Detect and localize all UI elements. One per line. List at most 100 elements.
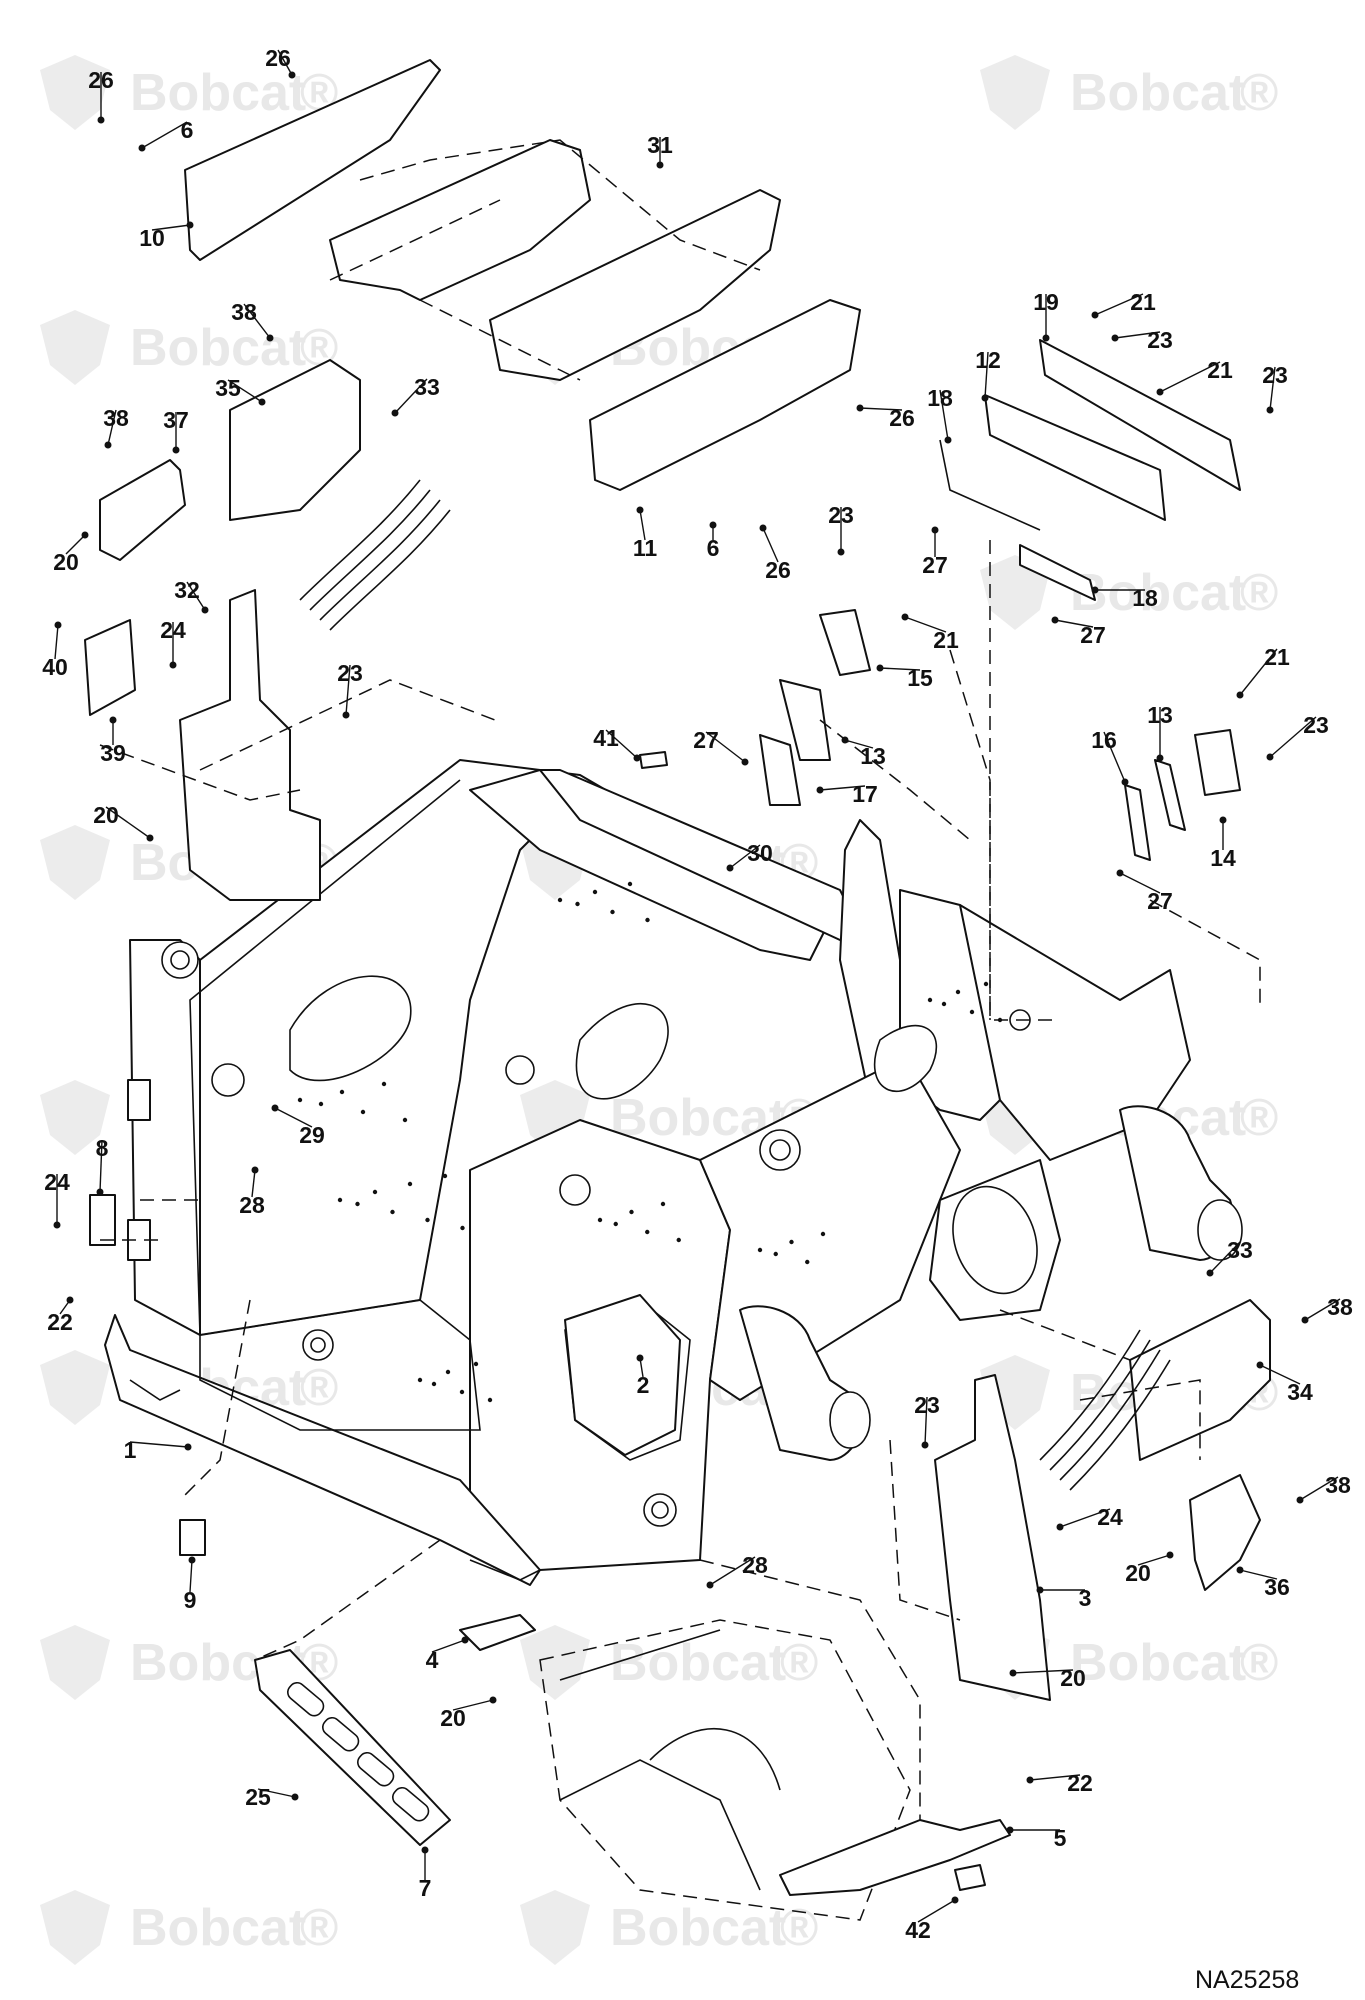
fastener-marker xyxy=(1206,1269,1214,1277)
fastener-marker xyxy=(837,548,845,556)
part-4-plate xyxy=(459,1614,536,1651)
fastener-marker xyxy=(188,1556,196,1564)
callout-text: 21 xyxy=(1264,644,1290,670)
callout-leader xyxy=(1059,1508,1111,1528)
callout-leader xyxy=(705,731,746,763)
callout-34: 34 xyxy=(1256,1361,1313,1405)
callout-text: 20 xyxy=(93,802,119,828)
callout-leader xyxy=(151,224,191,231)
part-13-right-strip xyxy=(1154,759,1186,831)
callout-leader xyxy=(277,49,293,76)
callout-text: 39 xyxy=(100,740,126,766)
part-37-bracket xyxy=(99,459,186,561)
fastener-marker xyxy=(96,1188,104,1196)
callout-text: 8 xyxy=(96,1135,109,1161)
frame-bolt-holes xyxy=(297,881,1003,1403)
callout-text: 23 xyxy=(1303,712,1329,738)
watermark-mark: ® xyxy=(780,1634,818,1692)
callout-3: 3 xyxy=(1036,1585,1091,1611)
fastener-marker xyxy=(138,144,146,152)
fastener-marker xyxy=(1166,1551,1174,1559)
callout-text: 26 xyxy=(265,45,291,71)
callout-leader xyxy=(1239,1569,1278,1580)
watermark-mark: ® xyxy=(1240,564,1278,622)
callout-5: 5 xyxy=(1006,1825,1067,1851)
fastener-marker xyxy=(1236,691,1244,699)
part-12-bracket xyxy=(984,394,1166,521)
callout-text: 15 xyxy=(907,665,933,691)
callout-text: 31 xyxy=(647,132,673,158)
callout-text: 27 xyxy=(1147,888,1173,914)
callout-leader xyxy=(605,729,638,759)
callout-text: 11 xyxy=(633,535,658,561)
callout-10: 10 xyxy=(139,221,194,251)
fastener-marker xyxy=(201,606,209,614)
callout-leader xyxy=(452,1699,494,1711)
part-2-plate xyxy=(564,1294,681,1456)
callout-38: 38 xyxy=(231,299,274,342)
callout-text: 20 xyxy=(440,1705,466,1731)
fastener-marker xyxy=(251,1166,259,1174)
watermark-mark: ® xyxy=(780,1899,818,1957)
callout-leader xyxy=(639,509,646,541)
part-19-bracket xyxy=(1039,339,1241,491)
fastener-marker xyxy=(172,446,180,454)
part-39-plate xyxy=(84,619,136,716)
fastener-marker xyxy=(1296,1496,1304,1504)
fastener-marker xyxy=(656,161,664,169)
fastener-marker xyxy=(726,864,734,872)
callout-text: 4 xyxy=(426,1647,439,1673)
callout-text: 26 xyxy=(889,405,915,431)
callout-13: 13 xyxy=(1147,702,1173,762)
callout-text: 41 xyxy=(593,725,619,751)
callout-26: 26 xyxy=(759,524,791,583)
fastener-marker xyxy=(421,1846,429,1854)
callout-text: 34 xyxy=(1287,1379,1313,1405)
callout-leader xyxy=(984,351,989,399)
watermark-17: Bobcat® xyxy=(40,1890,338,1965)
callout-text: 30 xyxy=(747,840,773,866)
callout-11: 11 xyxy=(633,506,658,561)
bobcat-logo-icon xyxy=(520,1890,590,1965)
callout-leader xyxy=(1054,619,1094,628)
fastener-marker xyxy=(944,436,952,444)
callout-28: 28 xyxy=(706,1552,768,1589)
callout-leader xyxy=(1094,293,1144,316)
watermark-mark: ® xyxy=(1240,64,1278,122)
watermark-text: Bobcat xyxy=(1070,564,1246,622)
callout-7: 7 xyxy=(419,1846,432,1901)
fastener-marker xyxy=(901,613,909,621)
callout-leader xyxy=(65,534,86,555)
callout-6: 6 xyxy=(138,117,193,152)
callout-leader xyxy=(345,664,351,716)
drawing-code: NA25258 xyxy=(1195,1966,1299,1994)
callout-text: 28 xyxy=(239,1192,265,1218)
callout-text: 21 xyxy=(1130,289,1156,315)
callout-30: 30 xyxy=(726,840,773,872)
callout-21: 21 xyxy=(901,613,959,653)
callout-26: 26 xyxy=(856,404,915,431)
fastener-marker xyxy=(1009,1669,1017,1677)
callout-20: 20 xyxy=(1009,1665,1086,1691)
callout-text: 20 xyxy=(53,549,79,575)
callout-38: 38 xyxy=(1296,1472,1351,1504)
callout-leader xyxy=(251,1169,256,1198)
callout-text: 21 xyxy=(1207,357,1233,383)
callout-text: 7 xyxy=(419,1875,432,1901)
callout-38: 38 xyxy=(1301,1294,1353,1324)
fastener-marker xyxy=(184,1443,192,1451)
watermark-text: Bobcat xyxy=(130,319,306,377)
part-10-cover xyxy=(184,59,441,261)
callout-text: 40 xyxy=(42,654,68,680)
callout-leader xyxy=(274,1107,313,1128)
callout-text: 38 xyxy=(1327,1294,1353,1320)
callout-leader xyxy=(859,407,903,411)
callout-27: 27 xyxy=(1116,869,1173,914)
callout-17: 17 xyxy=(816,781,878,807)
callout-text: 24 xyxy=(160,617,186,643)
bobcat-logo-icon xyxy=(40,1890,110,1965)
callout-leader xyxy=(1239,648,1278,696)
callout-text: 23 xyxy=(914,1392,940,1418)
callout-text: 42 xyxy=(905,1917,931,1943)
callout-21: 21 xyxy=(1236,644,1290,699)
